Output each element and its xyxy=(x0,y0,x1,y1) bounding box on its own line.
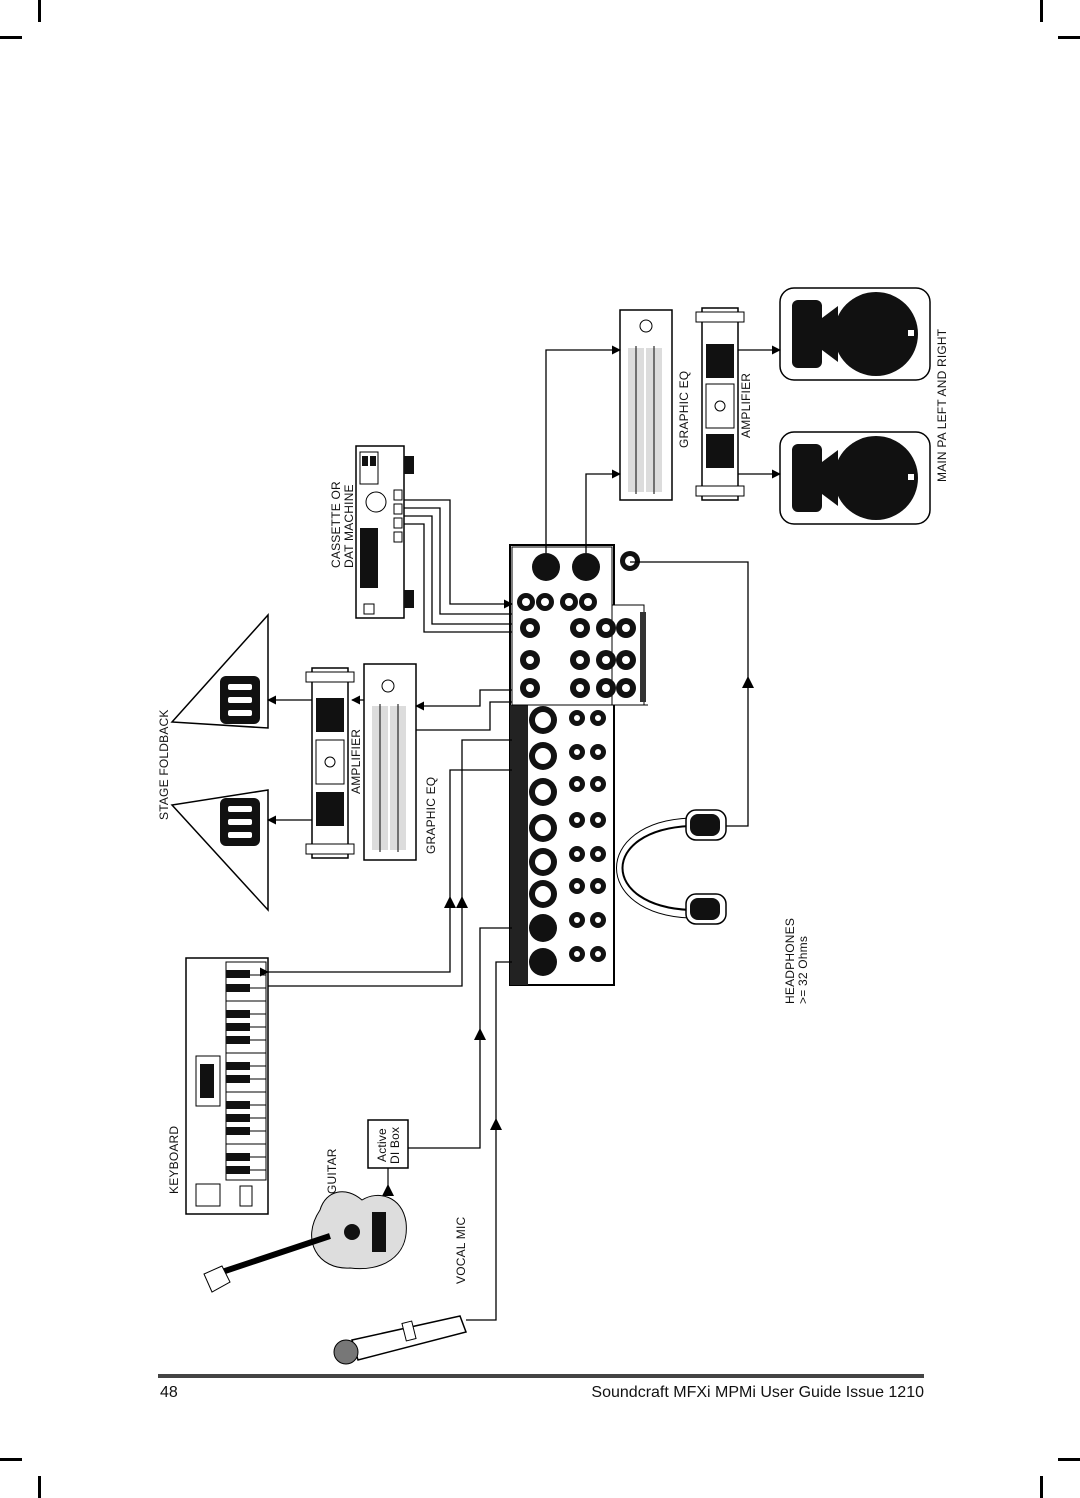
label-amplifier-left: AMPLIFIER xyxy=(349,728,363,794)
label-headphones-impedance: >= 32 Ohms xyxy=(796,935,810,1004)
vocal-mic xyxy=(333,1315,467,1365)
crop-mark xyxy=(1040,0,1043,22)
crop-mark xyxy=(1058,1458,1080,1461)
label-vocal-mic: VOCAL MIC xyxy=(454,1216,468,1284)
crop-mark xyxy=(38,0,41,22)
graphic-eq-right xyxy=(619,309,673,501)
label-guitar: GUITAR xyxy=(325,1148,339,1194)
footer-rule xyxy=(158,1374,924,1378)
guitar xyxy=(203,1191,407,1293)
cassette-dat-machine xyxy=(355,445,414,619)
di-box xyxy=(367,1119,409,1169)
crop-mark xyxy=(1040,1476,1043,1498)
label-di-box-line2: DI Box xyxy=(388,1126,402,1164)
crop-mark xyxy=(1058,36,1080,39)
mixer-console xyxy=(509,544,648,986)
crop-mark xyxy=(0,1458,22,1461)
headphones xyxy=(616,809,727,925)
stage-foldback-wedge xyxy=(170,613,269,912)
label-keyboard: KEYBOARD xyxy=(167,1125,181,1194)
label-main-pa: MAIN PA LEFT AND RIGHT xyxy=(935,328,949,482)
label-amplifier-right: AMPLIFIER xyxy=(739,372,753,438)
page-number: 48 xyxy=(160,1384,178,1401)
keyboard xyxy=(185,957,269,1215)
graphic-eq-left xyxy=(363,663,417,861)
label-stage-foldback: STAGE FOLDBACK xyxy=(157,709,171,820)
main-pa-speaker xyxy=(779,287,931,525)
crop-mark xyxy=(38,1476,41,1498)
guide-title: Soundcraft MFXi MPMi User Guide Issue 12… xyxy=(591,1384,924,1401)
label-dat-machine: DAT MACHINE xyxy=(342,484,356,568)
label-graphic-eq-left: GRAPHIC EQ xyxy=(424,776,438,854)
amplifier-left xyxy=(305,667,355,859)
amplifier-right xyxy=(695,307,745,501)
crop-mark xyxy=(0,36,22,39)
foldback-speaker-icon xyxy=(220,676,260,846)
label-graphic-eq-right: GRAPHIC EQ xyxy=(677,370,691,448)
